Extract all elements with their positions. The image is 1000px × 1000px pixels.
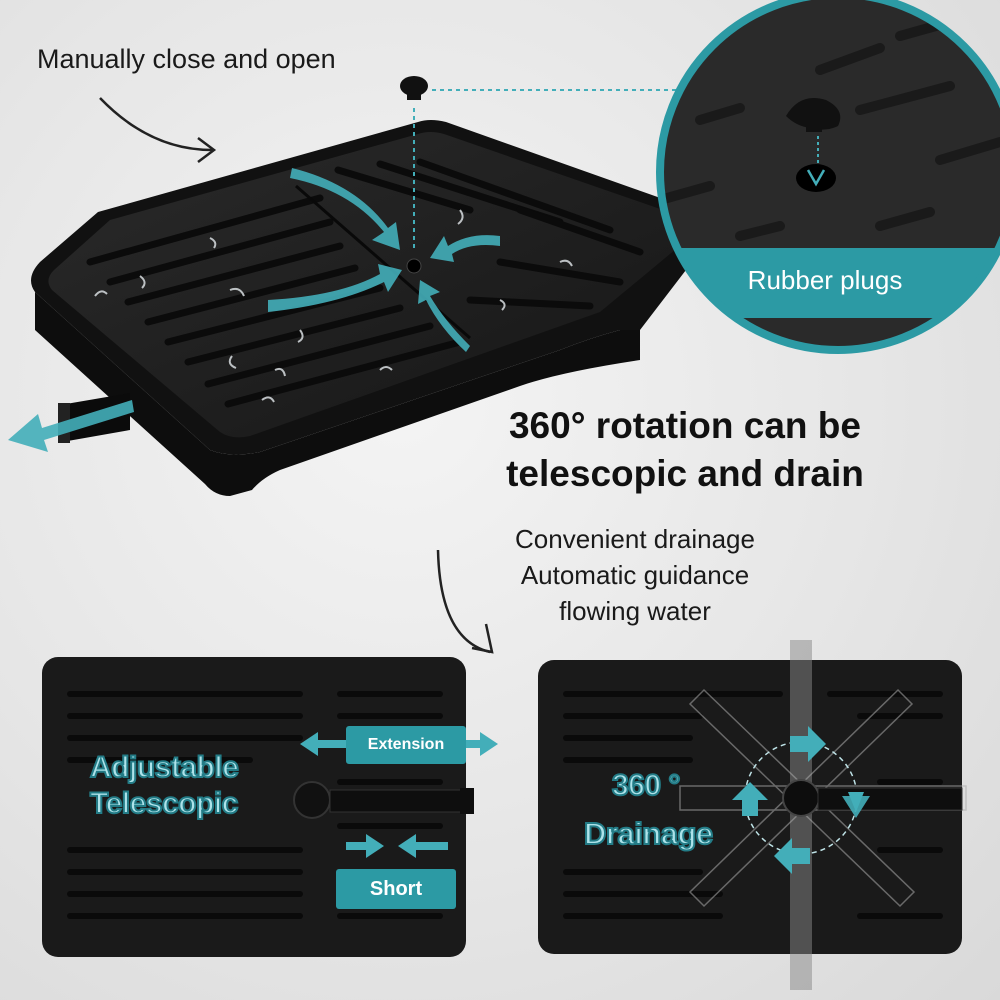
extension-badge: Extension [346, 726, 466, 764]
rubber-plugs-label: Rubber plugs [747, 264, 903, 295]
headline-line-1: 360° rotation can be [508, 405, 861, 446]
headline-line-2: telescopic and drain [506, 453, 864, 494]
drainage-word-label: Drainage [583, 815, 714, 852]
drainage-line-1: Convenient drainage [515, 524, 755, 554]
telescopic-word: Telescopic [89, 786, 239, 821]
headline: 360° rotation can be telescopic and drai… [470, 402, 900, 498]
short-badge: Short [336, 869, 456, 909]
zoom-circle [656, 0, 1000, 354]
curved-pointer-arrow [99, 97, 213, 152]
adjustable-word: Adjustable [89, 750, 240, 785]
right-tray [538, 640, 967, 990]
drainage-line-3: flowing water [559, 596, 711, 626]
water-flow-arrows [8, 168, 500, 452]
outflow-arrow [8, 400, 134, 452]
drainage-line-2: Automatic guidance [520, 560, 750, 590]
perspective-tray [31, 120, 715, 496]
drainage-caption: Convenient drainage Automatic guidance f… [470, 521, 800, 629]
caption-manual: Manually close and open [37, 44, 336, 74]
rubber-plug-top [400, 76, 428, 100]
adjustable-telescopic-label: Adjustable Telescopic [89, 750, 240, 822]
rotation-degree-label: 360 ° [611, 768, 681, 803]
drain-hole [406, 258, 422, 274]
